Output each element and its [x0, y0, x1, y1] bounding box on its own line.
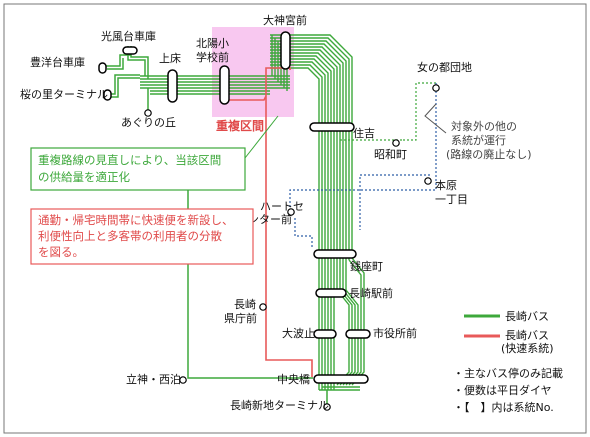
red-rapid-route-top [265, 67, 291, 96]
stop-sumiyoshi: 住吉 [353, 126, 375, 140]
other-note-line-3: (路線の廃止なし) [446, 147, 532, 161]
green-bundle-main [318, 115, 353, 290]
stop-heart-1: ハートセ [260, 200, 304, 213]
stop-kencho-2: 県庁前 [224, 311, 257, 325]
note-2: ・便数は平日ダイヤ [453, 383, 552, 397]
stop-motohara-1: 本原 [435, 178, 457, 192]
stop-shiyakusho: 市役所前 [373, 326, 417, 340]
stop-kencho-1: 長崎 [234, 297, 256, 311]
stop-aguri: あぐりの丘 [121, 116, 176, 129]
stop-zenza: 銭座町 [350, 259, 383, 273]
legend: 長崎バス 長崎バス (快速系統) [464, 309, 554, 355]
stop-tateshin: 立神・西泊 [126, 372, 181, 386]
stop-showa: 昭和町 [374, 148, 407, 161]
red-note-line-1: 通勤・帰宅時間帯に快速便を新設し、 [38, 213, 234, 227]
stop-markers [98, 31, 371, 384]
green-note-box [30, 147, 246, 191]
green-line-tategami [187, 186, 313, 379]
stop-heart-2: ンター前 [248, 212, 292, 226]
stop-kitayo-2: 学校前 [196, 50, 229, 64]
red-note-box [30, 208, 254, 265]
stop-chuobashi: 中央橋 [277, 372, 310, 386]
note-3: ・【 】内は系統No. [453, 400, 554, 414]
stop-ohato: 大波止 [282, 326, 315, 340]
legend-red-label-2: (快速系統) [501, 341, 554, 355]
overlap-label: 重複区間 [216, 118, 264, 133]
stop-daijingu: 大神宮前 [263, 13, 307, 27]
gray-pointer-line [424, 103, 447, 134]
stop-nagasakieki: 長崎駅前 [349, 286, 393, 300]
green-bundle-kamitoko [140, 75, 290, 95]
green-line-onnanoto [403, 82, 436, 141]
stop-kitayo-1: 北陽小 [196, 37, 229, 50]
stop-circles [144, 84, 440, 411]
stop-sakuranosato: 桜の里ターミナル [20, 87, 108, 101]
red-note-line-2: 利便性向上と多客帯の利用者の分散 [38, 229, 222, 243]
legend-red-label-1: 長崎バス [505, 328, 549, 342]
stop-kofudai: 光風台車庫 [101, 29, 156, 43]
green-note-line-2: の供給量を適正化 [38, 170, 130, 184]
red-rapid-route [223, 92, 313, 377]
stop-onnanoto: 女の都団地 [417, 60, 472, 74]
stop-motohara-2: 一丁目 [435, 193, 468, 206]
stop-toyodai: 豊洋台車庫 [30, 55, 85, 69]
stop-shinchi: 長崎新地ターミナル [230, 398, 329, 412]
other-note-line-1: 対象外の他の [451, 119, 517, 133]
green-note-line-1: 重複路線の見直しにより、当該区間 [38, 153, 221, 167]
other-note-line-2: 系統が運行 [451, 133, 506, 147]
note-1: ・主なバス停のみ記載 [453, 366, 563, 380]
stop-kamitoko: 上床 [159, 51, 181, 65]
red-note-line-3: を図る。 [38, 245, 84, 259]
legend-green-label: 長崎バス [505, 309, 549, 323]
green-note-pointer [244, 115, 279, 159]
